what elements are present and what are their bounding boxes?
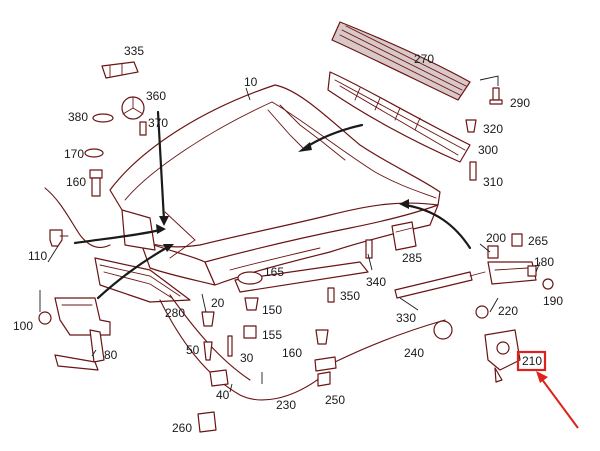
- screw-50: [203, 341, 213, 361]
- callout-280: 280: [165, 306, 185, 320]
- gas-strut: [394, 271, 486, 299]
- callout-20: 20: [211, 296, 225, 310]
- callout-50: 50: [186, 343, 200, 357]
- badge-clip: [101, 61, 139, 79]
- callout-170: 170: [64, 147, 84, 161]
- callout-370: 370: [148, 116, 168, 130]
- callout-180: 180: [534, 255, 554, 269]
- leader-lines: [39, 75, 541, 393]
- rubber-bumper: [49, 229, 69, 247]
- callout-260: 260: [172, 421, 192, 435]
- assembly-arrows: [73, 110, 472, 300]
- release-cable-right: [334, 319, 446, 363]
- screw-310: [469, 161, 477, 181]
- screw-30: [227, 335, 233, 357]
- bolt-265: [511, 233, 523, 247]
- callout-150: 150: [262, 303, 282, 317]
- clip-320: [465, 119, 477, 133]
- callout-335: 335: [124, 44, 144, 58]
- callout-160-upper: 160: [66, 175, 86, 189]
- bracket-40: [209, 369, 229, 387]
- callout-165: 165: [264, 265, 284, 279]
- callout-230: 230: [276, 398, 296, 412]
- secondary-latch: [484, 329, 521, 383]
- hood-hinge: [487, 261, 537, 285]
- emblem-grommet: [84, 148, 104, 158]
- callout-250: 250: [325, 393, 345, 407]
- callout-290: 290: [510, 96, 530, 110]
- callout-200: 200: [486, 231, 506, 245]
- clip-150: [244, 297, 259, 311]
- callout-380: 380: [68, 110, 88, 124]
- cable-pulley: [433, 320, 453, 340]
- callout-220: 220: [498, 304, 518, 318]
- clip-160-right: [315, 329, 329, 345]
- highlight-box-210: [516, 350, 547, 372]
- callout-40: 40: [216, 388, 230, 402]
- clip-155: [243, 325, 257, 339]
- callout-30: 30: [240, 351, 254, 365]
- release-cable-left: [44, 187, 111, 249]
- cowl-grille: [327, 71, 471, 163]
- callout-300: 300: [478, 143, 498, 157]
- emblem-seal: [92, 113, 114, 123]
- callout-240: 240: [404, 346, 424, 360]
- callout-160-lower: 160: [282, 346, 302, 360]
- hood-panel: [109, 84, 441, 286]
- emblem-screw: [139, 121, 147, 136]
- star-emblem: [121, 96, 145, 120]
- callout-210: 210: [522, 354, 542, 368]
- bolt-350: [327, 287, 335, 303]
- callout-350: 350: [340, 289, 360, 303]
- callout-100: 100: [13, 319, 33, 333]
- callout-330: 330: [396, 311, 416, 325]
- callout-285: 285: [402, 251, 422, 265]
- callout-110: 110: [28, 249, 47, 263]
- nut-190: [542, 278, 554, 290]
- cable-clip-250: [314, 356, 337, 387]
- callout-360: 360: [146, 89, 166, 103]
- callout-10: 10: [244, 75, 258, 89]
- callout-320: 320: [483, 122, 503, 136]
- cowl-panel: [331, 21, 471, 101]
- callout-265: 265: [528, 234, 548, 248]
- bolt-200: [487, 245, 499, 259]
- front-cross-member: [234, 261, 369, 293]
- callout-340: 340: [366, 275, 386, 289]
- highlight-arrow-icon: [536, 371, 548, 383]
- highlight-part: [516, 350, 579, 429]
- screw-290: [489, 87, 503, 105]
- bolt-340: [365, 239, 373, 259]
- release-cable-main: [159, 299, 321, 401]
- callout-190: 190: [543, 294, 563, 308]
- rubber-pad: [391, 221, 417, 251]
- rubber-stop-left: [89, 169, 103, 197]
- bolt-180: [527, 265, 537, 277]
- callout-155: 155: [262, 328, 282, 342]
- clip-20: [201, 311, 215, 327]
- hood-inner-frame: [94, 209, 191, 303]
- callout-80: 80: [104, 348, 118, 362]
- hood-latch: [38, 297, 111, 371]
- callout-270: 270: [414, 52, 434, 66]
- handle-260: [197, 411, 217, 433]
- nut-220: [475, 305, 489, 319]
- highlight-arrow-line: [540, 377, 579, 429]
- callout-labels: 335 270 290 10 360 380 370 320 300 170 3…: [13, 44, 563, 435]
- callout-310: 310: [483, 175, 503, 189]
